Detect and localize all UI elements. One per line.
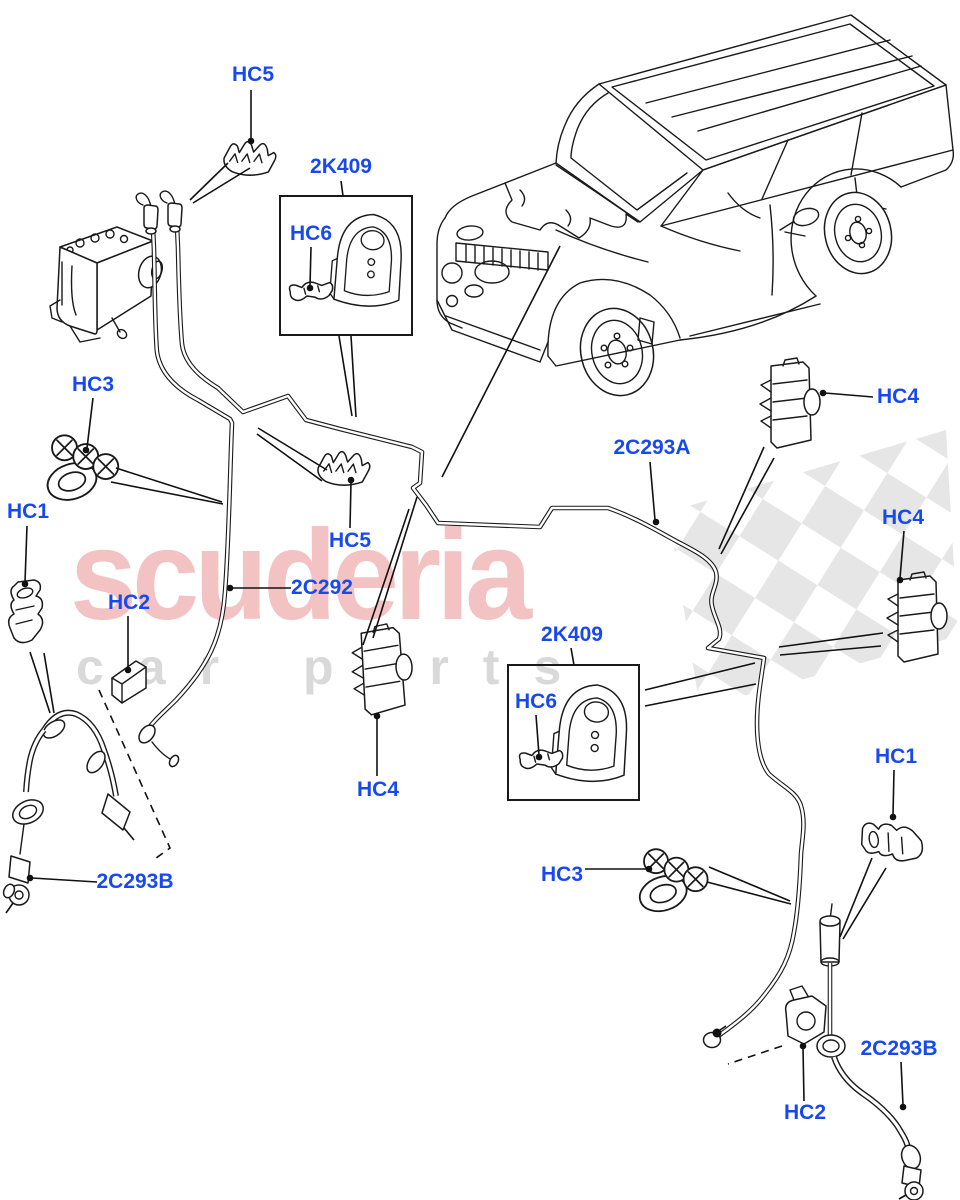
watermark-tagline-parts: parts <box>303 639 596 695</box>
front-brake-hose-right <box>727 903 924 1200</box>
part-label-hc1-bottomright[interactable]: HC1 <box>874 745 918 768</box>
part-label-2c293b-right[interactable]: 2C293B <box>860 1037 938 1060</box>
front-brake-hose-left <box>2 689 171 914</box>
part-label-hc5-top[interactable]: HC5 <box>231 63 275 86</box>
clip-hc2-left <box>111 660 147 704</box>
abs-module <box>49 226 164 343</box>
part-label-hc4-topright[interactable]: HC4 <box>876 385 920 408</box>
clip-hc1-left <box>7 579 44 644</box>
part-label-hc3-left[interactable]: HC3 <box>71 373 115 396</box>
clip-hc5-top <box>223 140 277 176</box>
part-label-hc4-right[interactable]: HC4 <box>881 506 925 529</box>
part-label-2c292[interactable]: 2C292 <box>291 576 353 599</box>
part-label-hc5-mid[interactable]: HC5 <box>328 529 372 552</box>
leader-dots <box>21 137 907 1111</box>
part-label-hc6-bottom[interactable]: HC6 <box>514 690 558 713</box>
leader-lines <box>24 90 905 1106</box>
part-label-2k409-bottom[interactable]: 2K409 <box>541 623 603 646</box>
part-label-2c293a[interactable]: 2C293A <box>613 436 691 459</box>
vehicle-illustration <box>436 14 955 397</box>
part-label-2c293b-left[interactable]: 2C293B <box>96 870 174 893</box>
part-label-hc2-left[interactable]: HC2 <box>107 591 151 614</box>
clip-hc1-bottomright <box>860 822 924 862</box>
brake-pipes <box>135 190 806 1049</box>
bracket-2k409-bottom <box>550 684 628 783</box>
part-label-hc2-bottom[interactable]: HC2 <box>783 1101 827 1124</box>
bracket-2k409-top <box>329 213 402 307</box>
clip-hc3-left <box>46 434 120 501</box>
clip-hc6-top <box>288 281 334 302</box>
part-label-hc3-bottom[interactable]: HC3 <box>540 863 584 886</box>
part-label-hc4-center[interactable]: HC4 <box>356 778 400 801</box>
watermark-tagline-car: car <box>76 639 254 695</box>
clip-hc3-bottom <box>638 848 709 913</box>
callout-box-2k409-top <box>279 195 413 336</box>
clip-hc4-center <box>351 623 413 716</box>
part-label-hc6-top[interactable]: HC6 <box>289 222 333 245</box>
clip-hc4-topright <box>759 357 821 449</box>
part-label-2k409-top[interactable]: 2K409 <box>310 155 372 178</box>
part-label-hc1-left[interactable]: HC1 <box>6 500 50 523</box>
pipe-2c292 <box>144 205 235 734</box>
watermark-brand: scuderia <box>70 504 532 647</box>
clip-hc4-right <box>886 571 948 663</box>
watermark-checkered-flag <box>668 430 958 708</box>
